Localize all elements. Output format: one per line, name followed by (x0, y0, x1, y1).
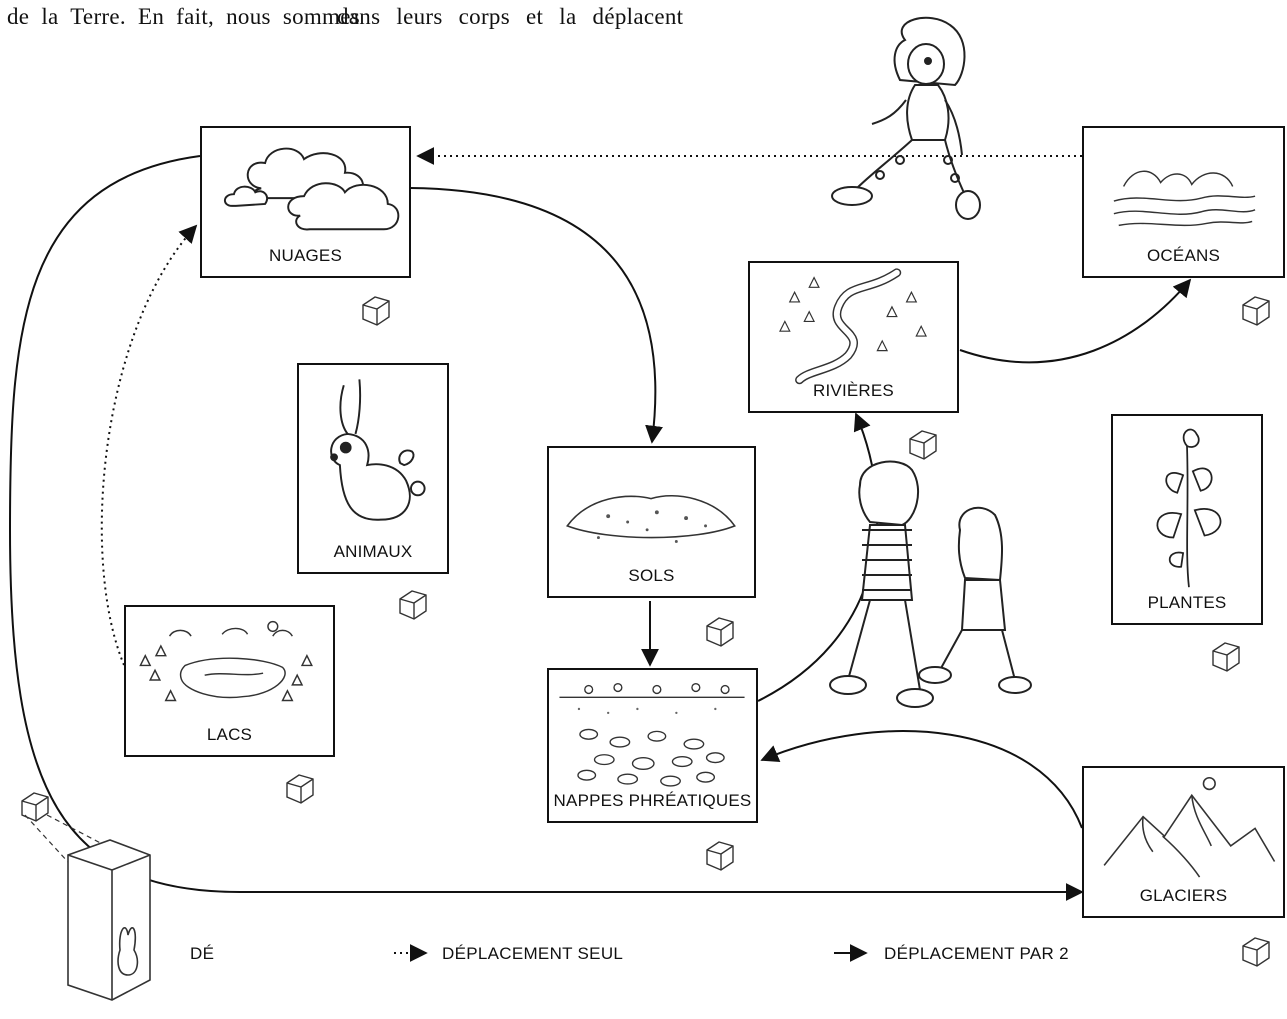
die-icon-glaciers (1242, 937, 1270, 967)
clouds-icon (223, 147, 400, 231)
node-oceans: OCÉANS (1082, 126, 1285, 278)
intro-text-left: de la Terre. En fait, nous sommes (7, 4, 361, 29)
node-glaciers: GLACIERS (1082, 766, 1285, 918)
mountain-glacier-icon (1103, 776, 1276, 878)
edge-rivieres-oceans (959, 278, 1192, 364)
die-icon-plantes (1212, 642, 1240, 672)
node-label-oceans: OCÉANS (1147, 246, 1220, 265)
groundwater-icon (559, 682, 745, 787)
rabbit-icon (330, 379, 426, 521)
legend-large-die-icon (67, 839, 151, 1001)
node-label-glaciers: GLACIERS (1139, 886, 1228, 905)
die-icon-animaux (399, 590, 427, 620)
edge-nuages-sols (409, 187, 663, 444)
die-icon-nuages (362, 296, 390, 326)
node-label-sols: SOLS (628, 566, 675, 585)
node-label-nappes: NAPPES PHRÉATIQUES (553, 791, 752, 810)
soil-icon (566, 495, 736, 543)
waves-icon (1113, 170, 1256, 227)
node-label-plantes: PLANTES (1147, 593, 1227, 612)
node-rivieres: RIVIÈRES (748, 261, 959, 413)
node-sols: SOLS (547, 446, 756, 598)
node-label-animaux: ANIMAUX (333, 542, 413, 561)
lake-icon (139, 620, 313, 702)
edge-lacs-nuages (100, 224, 198, 666)
die-icon-oceans (1242, 296, 1270, 326)
node-label-nuages: NUAGES (269, 246, 342, 265)
node-plantes: PLANTES (1111, 414, 1263, 625)
edge-glaciers-nappes (760, 730, 1083, 829)
die-icon-rivieres (909, 430, 937, 460)
die-icon-lacs (286, 774, 314, 804)
girl-walking-illustration (831, 16, 981, 220)
legend-label-single-move: DÉPLACEMENT SEUL (442, 944, 624, 963)
river-icon (779, 268, 927, 385)
legend-label-double-move: DÉPLACEMENT PAR 2 (884, 944, 1069, 963)
die-icon-sols (706, 617, 734, 647)
node-nappes: NAPPES PHRÉATIQUES (547, 668, 758, 823)
node-nuages: NUAGES (200, 126, 411, 278)
die-icon-nappes (706, 841, 734, 871)
node-label-lacs: LACS (206, 725, 253, 744)
legend (21, 792, 868, 1001)
edge-nappes-rivieres (757, 412, 879, 702)
plant-icon (1156, 428, 1222, 588)
node-lacs: LACS (124, 605, 335, 757)
node-label-rivieres: RIVIÈRES (813, 381, 894, 400)
legend-label-die: DÉ (190, 944, 215, 963)
node-animaux: ANIMAUX (297, 363, 449, 574)
children-walking-illustration (829, 460, 1032, 708)
intro-text-right: dans leurs corps et la déplacent (337, 4, 684, 29)
